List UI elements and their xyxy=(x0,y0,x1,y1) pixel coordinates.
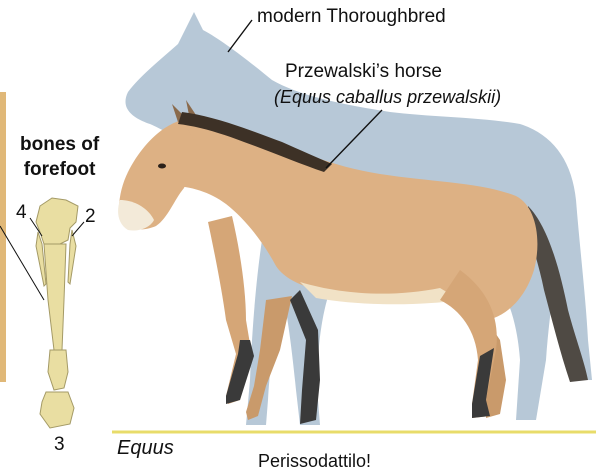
label-bones-line1: bones of xyxy=(20,132,99,157)
label-digit-3: 3 xyxy=(54,434,65,456)
label-przewalski-latin: (Equus caballus przewalskii) xyxy=(274,87,501,108)
eye xyxy=(158,164,166,169)
leader-line-thoroughbred xyxy=(228,20,252,52)
splint-bone-2 xyxy=(68,230,76,284)
label-digit-2: 2 xyxy=(85,206,96,228)
label-digit-4: 4 xyxy=(16,202,27,224)
hoof-bone xyxy=(40,392,74,428)
forefoot-bone xyxy=(36,198,78,428)
label-bones-of-forefoot: bones of forefoot xyxy=(20,132,99,182)
label-genus: Equus xyxy=(117,437,174,460)
label-modern-thoroughbred: modern Thoroughbred xyxy=(257,6,446,28)
left-edge-strip xyxy=(0,92,6,382)
label-bones-line2: forefoot xyxy=(20,157,99,182)
label-przewalski-common: Przewalski’s horse xyxy=(285,61,442,83)
caption: Perissodattilo! xyxy=(258,451,371,472)
pastern-bone xyxy=(48,350,68,390)
cannon-bone xyxy=(44,244,66,350)
